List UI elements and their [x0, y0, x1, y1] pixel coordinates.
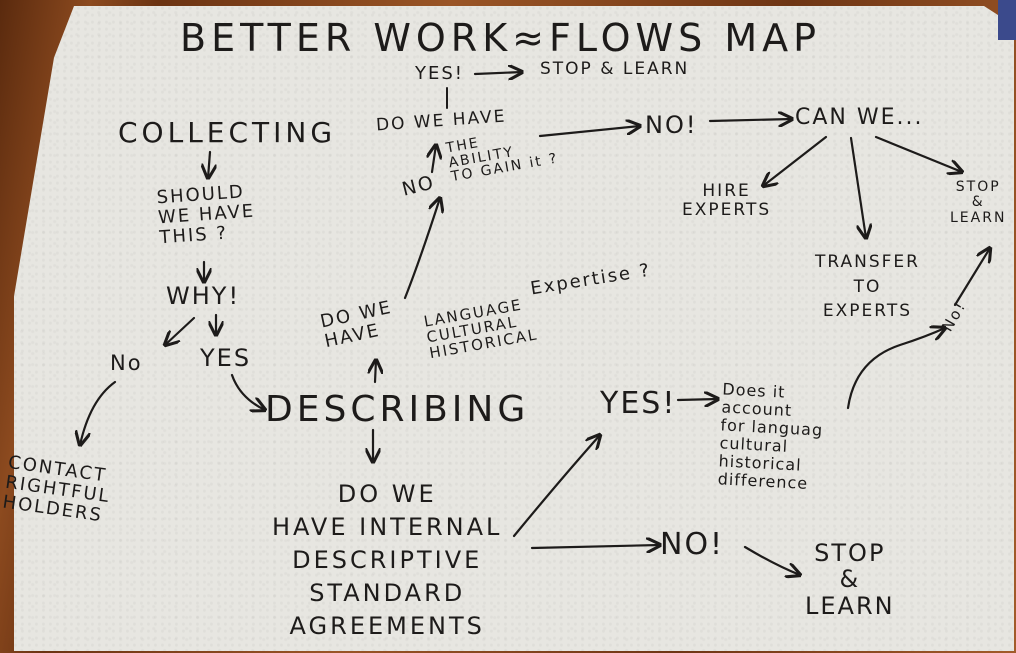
node-why: WHY!: [166, 282, 241, 310]
arrow-does-to-no-small: [846, 328, 945, 410]
arrow-collecting-to-should: [208, 150, 210, 178]
node-should-we-have-this: SHOULD WE HAVE THIS ?: [155, 181, 256, 248]
node-no-internal: NO!: [660, 527, 725, 562]
arrow-describing-to-dowehave: [375, 360, 376, 384]
node-stop-learn-bottom: STOP & LEARN: [805, 539, 895, 620]
node-no-left: No: [110, 351, 143, 375]
node-yes-left: YES: [200, 344, 252, 372]
arrow-no-small-to-stoplearn: [953, 248, 990, 307]
arrow-canwe-to-stoplearn: [874, 135, 962, 172]
arrow-no-to-contact: [80, 380, 117, 445]
node-stop-learn-top: STOP & LEARN: [540, 59, 690, 79]
map-title: BETTER WORK≈FLOWS MAP: [180, 16, 822, 60]
node-stop-learn-right: STOP & LEARN: [950, 179, 1007, 226]
arrow-dowehave-to-no: [403, 198, 440, 300]
arrow-internal-to-no: [530, 545, 660, 548]
node-can-we: CAN WE...: [795, 105, 924, 130]
arrow-yes-to-stoplearn: [473, 72, 522, 74]
arrow-yes-to-does: [676, 399, 718, 400]
arrow-canwe-to-transfer: [849, 136, 866, 238]
node-does-it-account: Does it account for languag cultural his…: [717, 379, 824, 493]
node-yes-internal: YES!: [600, 386, 677, 421]
node-collecting: COLLECTING: [118, 116, 337, 149]
node-describing: DESCRIBING: [265, 389, 530, 430]
node-hire-experts: HIRE EXPERTS: [682, 181, 772, 220]
node-yes-top: YES!: [415, 63, 465, 84]
arrow-no-to-stoplearn-bottom: [743, 545, 800, 575]
blue-object-corner: [998, 0, 1016, 40]
paper-sheet: [14, 6, 1014, 651]
arrow-why-to-no: [165, 316, 196, 345]
arrow-no-to-canwe: [708, 119, 792, 121]
arrow-ability-to-no: [538, 126, 640, 138]
arrow-canwe-to-hire: [763, 135, 828, 186]
arrow-internal-to-yes: [512, 435, 600, 538]
arrow-yes-to-describing: [230, 373, 265, 410]
node-no-ability: NO!: [645, 111, 698, 139]
node-transfer-to-experts: TRANSFER TO EXPERTS: [815, 252, 920, 322]
arrow-no-to-ability: [432, 145, 436, 174]
node-do-we-have-internal: DO WE HAVE INTERNAL DESCRIPTIVE STANDARD…: [272, 480, 503, 641]
